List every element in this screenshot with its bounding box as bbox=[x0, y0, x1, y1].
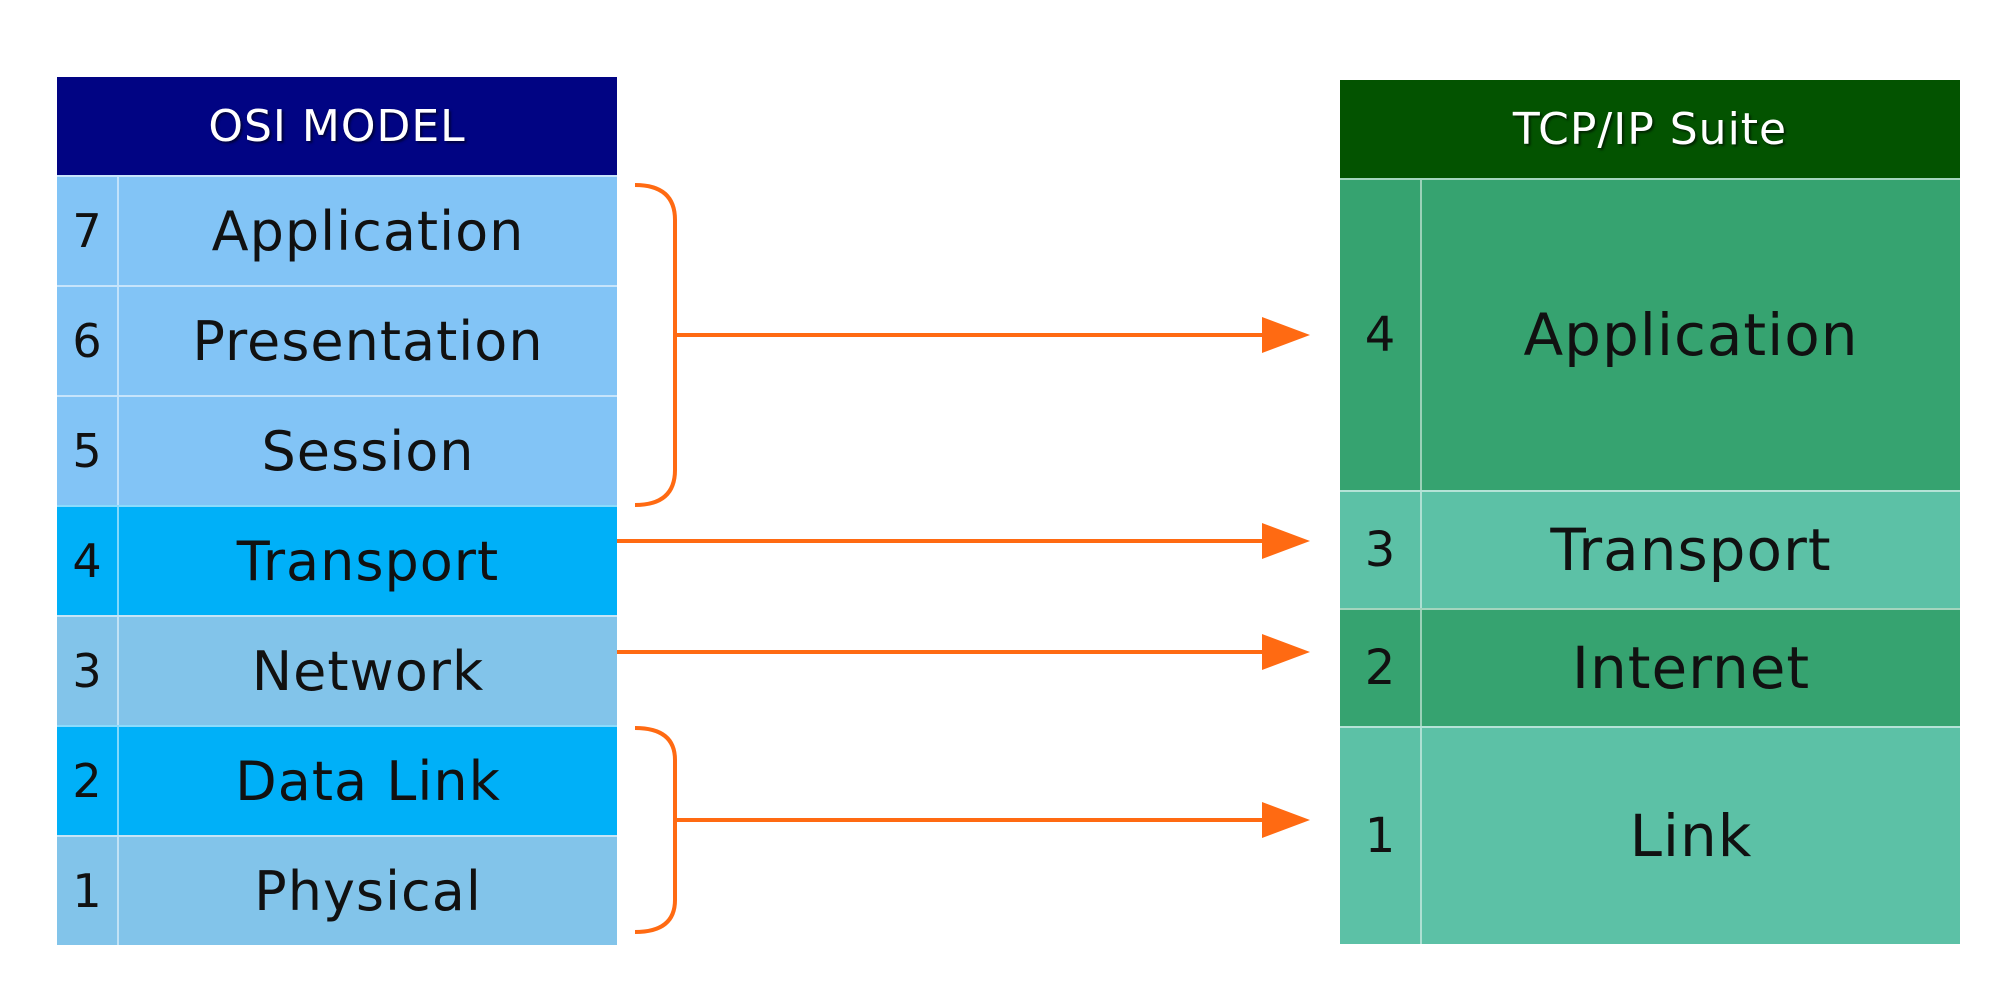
osi-layer-label: Session bbox=[261, 419, 475, 483]
osi-layer-label: Application bbox=[211, 199, 525, 263]
arrowhead-internet bbox=[1262, 634, 1310, 670]
osi-layer-label: Data Link bbox=[235, 749, 501, 813]
osi-model-header: OSI MODEL bbox=[57, 77, 617, 175]
osi-layer-label: Physical bbox=[254, 859, 482, 923]
osi-layer-3: 3 Network bbox=[57, 615, 617, 725]
osi-layer-4: 4 Transport bbox=[57, 505, 617, 615]
tcpip-layer-2: 2 Internet bbox=[1340, 608, 1960, 726]
tcpip-layer-number: 4 bbox=[1340, 180, 1422, 490]
arrowhead-link bbox=[1262, 802, 1310, 838]
tcpip-layer-number: 2 bbox=[1340, 610, 1422, 726]
tcpip-layer-label: Internet bbox=[1571, 634, 1811, 702]
osi-layer-number: 2 bbox=[57, 727, 119, 835]
tcpip-layer-label: Application bbox=[1523, 301, 1859, 369]
osi-layer-label: Network bbox=[251, 639, 485, 703]
osi-layer-1: 1 Physical bbox=[57, 835, 617, 945]
tcpip-layer-number: 3 bbox=[1340, 492, 1422, 608]
tcpip-layer-4: 4 Application bbox=[1340, 178, 1960, 490]
osi-model-table: OSI MODEL 7 Application 6 Presentation 5… bbox=[57, 77, 617, 945]
tcpip-layer-1: 1 Link bbox=[1340, 726, 1960, 944]
osi-layer-label: Presentation bbox=[192, 309, 544, 373]
arrowhead-application bbox=[1262, 317, 1310, 353]
tcpip-suite-header: TCP/IP Suite bbox=[1340, 80, 1960, 178]
osi-layer-number: 5 bbox=[57, 397, 119, 505]
osi-layer-number: 4 bbox=[57, 507, 119, 615]
osi-layer-number: 1 bbox=[57, 837, 119, 945]
osi-layer-2: 2 Data Link bbox=[57, 725, 617, 835]
tcpip-layer-label: Link bbox=[1629, 802, 1753, 870]
osi-layer-number: 6 bbox=[57, 287, 119, 395]
osi-layer-number: 7 bbox=[57, 177, 119, 285]
osi-layer-label: Transport bbox=[236, 529, 500, 593]
osi-layer-6: 6 Presentation bbox=[57, 285, 617, 395]
brace-lower-layers bbox=[634, 726, 677, 934]
tcpip-layer-number: 1 bbox=[1340, 728, 1422, 944]
arrowhead-transport bbox=[1262, 523, 1310, 559]
tcpip-suite-table: TCP/IP Suite 4 Application 3 Transport 2… bbox=[1340, 80, 1960, 944]
osi-layer-number: 3 bbox=[57, 617, 119, 725]
brace-upper-layers bbox=[634, 183, 677, 507]
tcpip-layer-label: Transport bbox=[1550, 516, 1832, 584]
osi-layer-7: 7 Application bbox=[57, 175, 617, 285]
osi-layer-5: 5 Session bbox=[57, 395, 617, 505]
tcpip-layer-3: 3 Transport bbox=[1340, 490, 1960, 608]
